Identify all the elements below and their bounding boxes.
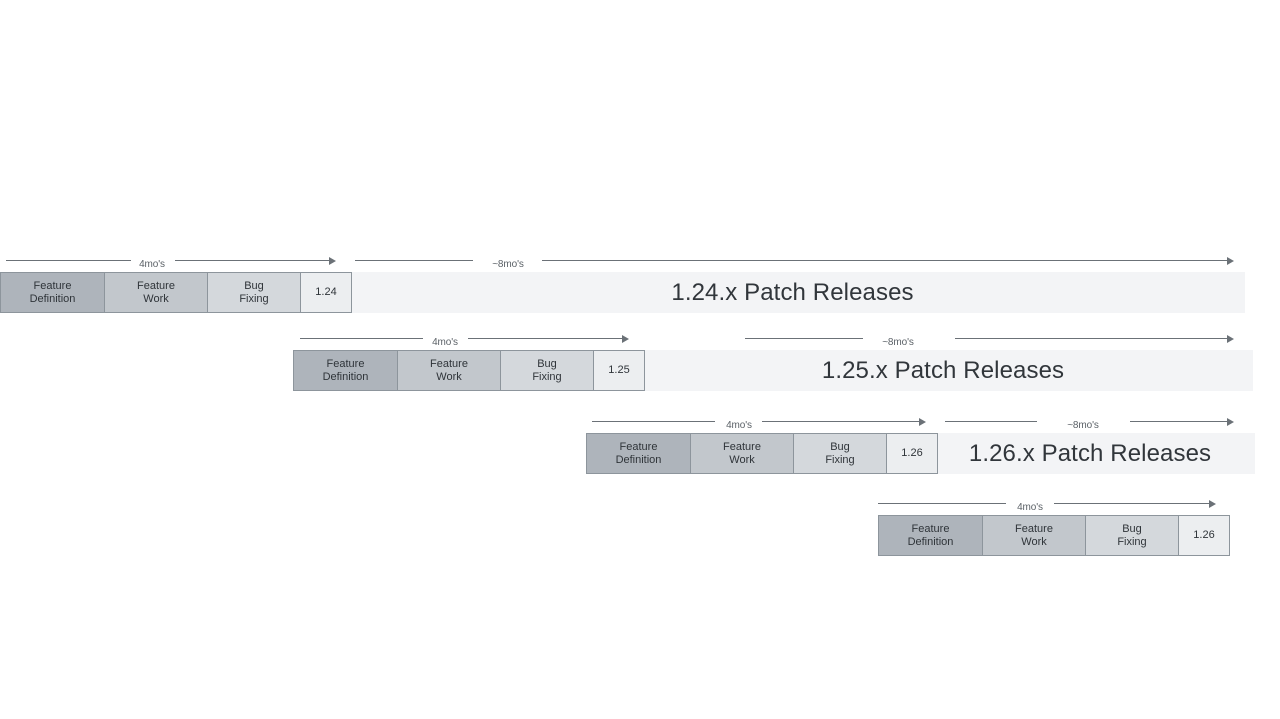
ruler-arrow-patch-icon: [1227, 334, 1234, 343]
release-row-126: 4mo's ~8mo's 1.26.x Patch Releases Featu…: [0, 411, 1280, 491]
phase-feature-definition[interactable]: Feature Definition: [586, 433, 690, 474]
phase-version-marker[interactable]: 1.24: [300, 272, 352, 313]
phase-label-line1: Feature: [1015, 522, 1053, 535]
patch-release-band-125: 1.25.x Patch Releases: [633, 350, 1253, 391]
ruler-arrow-dev-icon: [622, 334, 629, 343]
ruler-arrow-dev-icon: [1209, 499, 1216, 508]
phase-feature-definition[interactable]: Feature Definition: [878, 515, 982, 556]
ruler-label-dev: 4mo's: [432, 337, 458, 348]
ruler-segment-patch-right: [542, 260, 1228, 261]
ruler-segment-patch-right: [955, 338, 1228, 339]
patch-release-band-126: 1.26.x Patch Releases: [925, 433, 1255, 474]
phase-version-marker[interactable]: 1.26: [1178, 515, 1230, 556]
phase-label-line1: Feature: [619, 440, 658, 453]
phase-label-line2: Fixing: [1117, 535, 1147, 548]
patch-release-label-124: 1.24.x Patch Releases: [671, 278, 914, 306]
ruler-segment-patch-left: [745, 338, 863, 339]
phase-label-line2: Work: [1021, 535, 1047, 548]
phase-bug-fixing[interactable]: Bug Fixing: [500, 350, 593, 391]
duration-ruler-row-124: 4mo's ~8mo's: [0, 250, 1280, 272]
phase-label-line2: Fixing: [239, 292, 269, 305]
ruler-segment-patch-left: [945, 421, 1037, 422]
phase-feature-work[interactable]: Feature Work: [690, 433, 793, 474]
ruler-segment-dev-left: [300, 338, 423, 339]
release-row-124: 4mo's ~8mo's 1.24.x Patch Releases Featu…: [0, 250, 1280, 330]
phase-version-marker[interactable]: 1.25: [593, 350, 645, 391]
phase-bug-fixing[interactable]: Bug Fixing: [207, 272, 300, 313]
ruler-segment-dev-right: [175, 260, 330, 261]
phase-feature-work[interactable]: Feature Work: [104, 272, 207, 313]
phase-feature-definition[interactable]: Feature Definition: [293, 350, 397, 391]
ruler-arrow-patch-icon: [1227, 256, 1234, 265]
phase-label-line1: Feature: [326, 357, 365, 370]
phase-feature-definition[interactable]: Feature Definition: [0, 272, 104, 313]
ruler-arrow-dev-icon: [919, 417, 926, 426]
phase-bug-fixing[interactable]: Bug Fixing: [793, 433, 886, 474]
version-label: 1.24: [315, 286, 337, 298]
phase-label-line1: Feature: [723, 440, 761, 453]
ruler-label-patch: ~8mo's: [1067, 420, 1099, 431]
ruler-segment-dev-left: [878, 503, 1006, 504]
phase-label-line2: Fixing: [825, 453, 855, 466]
ruler-segment-dev-right: [1054, 503, 1210, 504]
phase-label-line2: Fixing: [532, 370, 562, 383]
ruler-label-dev: 4mo's: [726, 420, 752, 431]
phase-version-marker[interactable]: 1.26: [886, 433, 938, 474]
release-row-125: 4mo's ~8mo's 1.25.x Patch Releases Featu…: [0, 328, 1280, 408]
phase-feature-work[interactable]: Feature Work: [397, 350, 500, 391]
phase-label-line1: Bug: [244, 279, 264, 292]
phase-bar-next: Feature Definition Feature Work Bug Fixi…: [878, 515, 1230, 556]
ruler-segment-dev-left: [6, 260, 131, 261]
ruler-label-dev: 4mo's: [1017, 502, 1043, 513]
ruler-arrow-patch-icon: [1227, 417, 1234, 426]
phase-label-line2: Definition: [322, 370, 369, 383]
version-label: 1.26: [901, 447, 923, 459]
ruler-label-patch: ~8mo's: [492, 259, 524, 270]
patch-release-label-125: 1.25.x Patch Releases: [821, 356, 1065, 384]
phase-label-line2: Definition: [29, 292, 76, 305]
phase-label-line2: Work: [436, 370, 462, 383]
ruler-segment-patch-left: [355, 260, 473, 261]
patch-release-label-126: 1.26.x Patch Releases: [968, 439, 1212, 467]
phase-label-line2: Work: [729, 453, 755, 466]
phase-label-line2: Definition: [907, 535, 954, 548]
phase-bar-125: Feature Definition Feature Work Bug Fixi…: [293, 350, 645, 391]
phase-feature-work[interactable]: Feature Work: [982, 515, 1085, 556]
phase-label-line1: Feature: [911, 522, 950, 535]
ruler-segment-patch-right: [1130, 421, 1228, 422]
version-label: 1.25: [608, 364, 630, 376]
phase-label-line1: Bug: [1122, 522, 1142, 535]
phase-label-line1: Bug: [830, 440, 850, 453]
phase-bug-fixing[interactable]: Bug Fixing: [1085, 515, 1178, 556]
version-label: 1.26: [1193, 529, 1215, 541]
ruler-label-patch: ~8mo's: [882, 337, 914, 348]
patch-release-band-124: 1.24.x Patch Releases: [340, 272, 1245, 313]
phase-label-line1: Feature: [137, 279, 175, 292]
phase-label-line1: Feature: [33, 279, 72, 292]
ruler-arrow-dev-icon: [329, 256, 336, 265]
phase-bar-124: Feature Definition Feature Work Bug Fixi…: [0, 272, 352, 313]
ruler-segment-dev-right: [468, 338, 623, 339]
duration-ruler-row-125: 4mo's ~8mo's: [0, 328, 1280, 350]
phase-label-line2: Definition: [615, 453, 662, 466]
ruler-segment-dev-left: [592, 421, 715, 422]
phase-label-line2: Work: [143, 292, 169, 305]
ruler-label-dev: 4mo's: [139, 259, 165, 270]
phase-label-line1: Bug: [537, 357, 557, 370]
duration-ruler-row-126: 4mo's ~8mo's: [0, 411, 1280, 433]
duration-ruler-row-next: 4mo's: [0, 493, 1280, 515]
release-row-next: 4mo's Feature Definition Feature Work Bu…: [0, 493, 1280, 573]
ruler-segment-dev-right: [762, 421, 920, 422]
phase-bar-126: Feature Definition Feature Work Bug Fixi…: [586, 433, 938, 474]
phase-label-line1: Feature: [430, 357, 468, 370]
